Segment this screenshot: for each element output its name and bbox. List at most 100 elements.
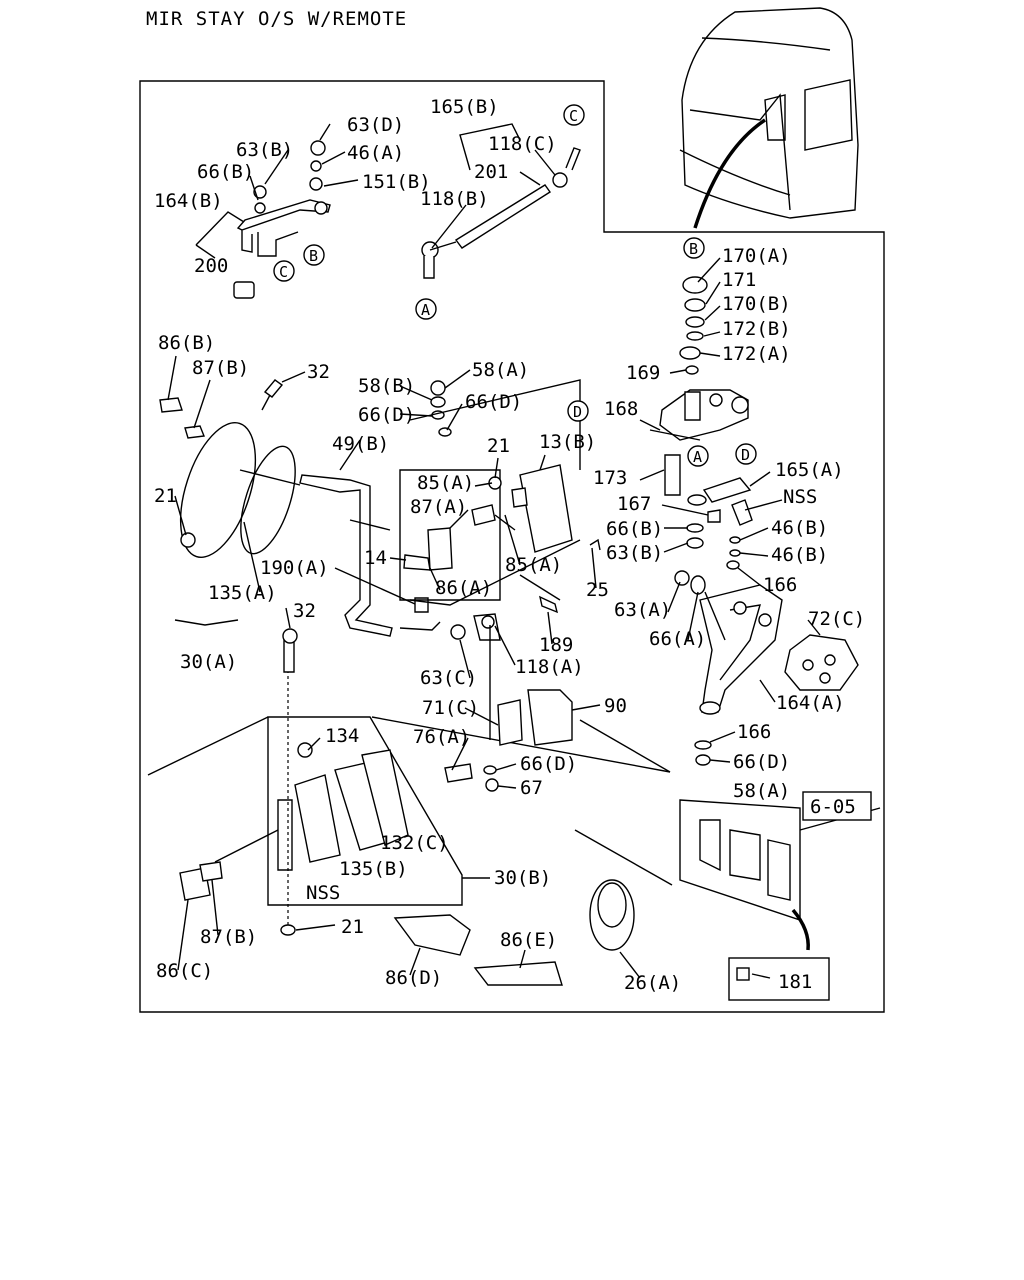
boxed-ref-181: 181 bbox=[778, 971, 812, 993]
callout-172a: 172(A) bbox=[722, 343, 791, 365]
callout-118b: 118(B) bbox=[420, 188, 489, 210]
callout-86a: 86(A) bbox=[435, 577, 492, 599]
callout-86e: 86(E) bbox=[500, 929, 557, 951]
callout-132c: 132(C) bbox=[380, 832, 449, 854]
circled-ref-c-left: C bbox=[279, 263, 288, 281]
callout-87b-bot: 87(B) bbox=[200, 926, 257, 948]
callout-nss-top: NSS bbox=[783, 486, 817, 508]
callout-66d-c: 66(D) bbox=[520, 753, 577, 775]
callout-63c: 63(C) bbox=[420, 667, 477, 689]
arm-164a bbox=[674, 477, 859, 766]
circled-ref-b-right: B bbox=[689, 240, 698, 258]
callout-63a: 63(A) bbox=[614, 599, 671, 621]
stay-tube-49b bbox=[299, 380, 452, 637]
bracket-164b bbox=[195, 140, 331, 299]
callout-166-a: 166 bbox=[763, 574, 797, 596]
callout-25: 25 bbox=[586, 579, 609, 601]
callout-166-b: 166 bbox=[737, 721, 771, 743]
leader-lines bbox=[167, 123, 821, 979]
lower-mirror-30b bbox=[147, 628, 671, 936]
callout-21-bot: 21 bbox=[341, 916, 364, 938]
control-rod-201 bbox=[421, 123, 581, 279]
callout-90: 90 bbox=[604, 695, 627, 717]
callout-164a: 164(A) bbox=[776, 692, 845, 714]
callout-85a-b: 85(A) bbox=[505, 554, 562, 576]
callout-170a: 170(A) bbox=[722, 245, 791, 267]
callout-118c: 118(C) bbox=[488, 133, 557, 155]
boxed-reference-6-05: 6-05 bbox=[802, 791, 872, 821]
callout-165b: 165(B) bbox=[430, 96, 499, 118]
callout-171: 171 bbox=[722, 269, 756, 291]
callout-63b-right: 63(B) bbox=[606, 542, 663, 564]
cab-floor-sketch bbox=[679, 799, 881, 951]
callout-66b-right: 66(B) bbox=[606, 518, 663, 540]
callout-66d-b: 66(D) bbox=[465, 391, 522, 413]
callout-nss-bot: NSS bbox=[306, 882, 340, 904]
callout-labels: 63(D) 63(B) 46(A) 66(B) 151(B) 164(B) 200 165(B… bbox=[154, 96, 865, 994]
callout-63b: 63(B) bbox=[236, 139, 293, 161]
callout-86b-top: 86(B) bbox=[158, 332, 215, 354]
callout-165a: 165(A) bbox=[775, 459, 844, 481]
callout-58b: 58(B) bbox=[358, 375, 415, 397]
callout-72c: 72(C) bbox=[808, 608, 865, 630]
callout-135b: 135(B) bbox=[339, 858, 408, 880]
callout-66a: 66(A) bbox=[649, 628, 706, 650]
callout-200: 200 bbox=[194, 255, 228, 277]
diagram-frame bbox=[139, 80, 885, 1013]
callout-135a: 135(A) bbox=[208, 582, 277, 604]
callout-46a: 46(A) bbox=[347, 142, 404, 164]
circled-ref-d-right: D bbox=[741, 446, 750, 464]
callout-71c: 71(C) bbox=[422, 697, 479, 719]
callout-170b: 170(B) bbox=[722, 293, 791, 315]
callout-21-left: 21 bbox=[154, 485, 177, 507]
callout-85a-a: 85(A) bbox=[417, 472, 474, 494]
callout-63d: 63(D) bbox=[347, 114, 404, 136]
callout-26a: 26(A) bbox=[624, 972, 681, 994]
callout-58a-bot: 58(A) bbox=[733, 780, 790, 802]
callout-87a: 87(A) bbox=[410, 496, 467, 518]
callout-32-mid: 32 bbox=[293, 600, 316, 622]
truck-cab-sketch bbox=[679, 7, 859, 229]
callout-46b-b: 46(B) bbox=[771, 544, 828, 566]
callout-173: 173 bbox=[593, 467, 627, 489]
small-mirror-13b bbox=[399, 379, 601, 641]
callout-172b: 172(B) bbox=[722, 318, 791, 340]
round-mirror-135a bbox=[159, 379, 301, 626]
callout-14: 14 bbox=[364, 547, 387, 569]
callout-189: 189 bbox=[539, 634, 573, 656]
callout-167: 167 bbox=[617, 493, 651, 515]
callout-30a: 30(A) bbox=[180, 651, 237, 673]
callout-30b: 30(B) bbox=[494, 867, 551, 889]
callout-49b: 49(B) bbox=[332, 433, 389, 455]
callout-66d-d: 66(D) bbox=[733, 751, 790, 773]
callout-76a: 76(A) bbox=[413, 726, 470, 748]
boots-and-covers bbox=[393, 829, 673, 986]
callout-118a: 118(A) bbox=[515, 656, 584, 678]
circled-ref-c-top: C bbox=[569, 107, 578, 125]
circled-ref-a-top: A bbox=[421, 301, 430, 319]
callout-86c: 86(C) bbox=[156, 960, 213, 982]
callout-168: 168 bbox=[604, 398, 638, 420]
callout-190a: 190(A) bbox=[260, 557, 329, 579]
circled-ref-b-left: B bbox=[309, 247, 318, 265]
callout-46b-a: 46(B) bbox=[771, 517, 828, 539]
callout-134: 134 bbox=[325, 725, 359, 747]
callout-58a-top: 58(A) bbox=[472, 359, 529, 381]
callout-66d-a: 66(D) bbox=[358, 404, 415, 426]
circled-ref-d-mid: D bbox=[573, 403, 582, 421]
callout-67: 67 bbox=[520, 777, 543, 799]
callout-151b: 151(B) bbox=[362, 171, 431, 193]
callout-13b: 13(B) bbox=[539, 431, 596, 453]
callout-86d: 86(D) bbox=[385, 967, 442, 989]
boxed-ref-6-05: 6-05 bbox=[810, 796, 856, 818]
callout-201: 201 bbox=[474, 161, 508, 183]
circled-references: C C B A B D A D bbox=[273, 104, 757, 467]
callout-87b-top: 87(B) bbox=[192, 357, 249, 379]
circled-ref-a-right: A bbox=[693, 448, 702, 466]
callout-169: 169 bbox=[626, 362, 660, 384]
callout-164b: 164(B) bbox=[154, 190, 223, 212]
page-title: MIR STAY O/S W/REMOTE bbox=[146, 8, 408, 30]
callout-66b-top: 66(B) bbox=[197, 161, 254, 183]
boxed-reference-181: 181 bbox=[728, 957, 830, 1001]
